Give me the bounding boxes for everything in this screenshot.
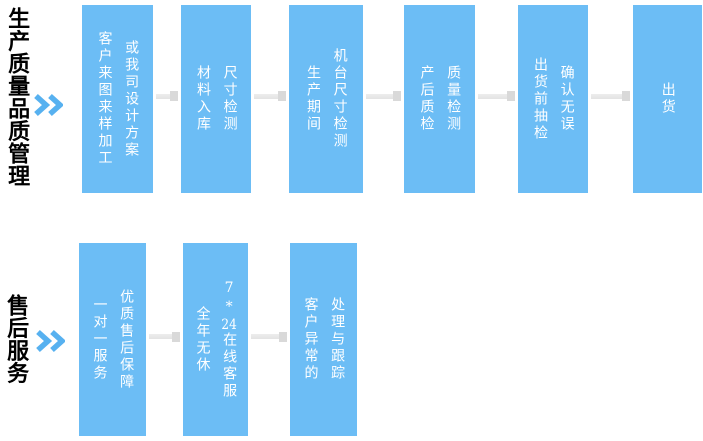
flow-step-text-line: 或我司设计方案 — [123, 39, 140, 159]
flow-step-text-segment: * — [221, 298, 238, 318]
flow-step-box: 出货前抽检确认无误 — [518, 5, 588, 193]
flow-step-box: 生产期间机台尺寸检测 — [289, 5, 363, 193]
arrow-head — [393, 91, 401, 101]
arrow-bar — [149, 334, 172, 339]
flow-step-box: 产后质检质量检测 — [404, 5, 475, 193]
arrow-head — [279, 331, 287, 342]
flow-step-text: 客户异常的处理与跟踪 — [297, 243, 350, 436]
arrow-connector-icon — [156, 90, 178, 102]
flow-step-text: 生产期间机台尺寸检测 — [299, 5, 352, 193]
flow-step-text-line: 产后质检 — [418, 65, 435, 133]
arrow-connector-icon — [478, 90, 515, 102]
flow-step-text-line: 客户异常的 — [302, 297, 319, 382]
flow-step-text-line: 出货前抽检 — [532, 56, 548, 142]
flow-step-box: 一对一服务优质售后保障 — [79, 243, 146, 436]
flow-step-text-line: 优质售后保障 — [118, 288, 135, 391]
flow-step-text-line: 生产期间 — [305, 65, 321, 133]
flow-step-text-line: 机台尺寸检测 — [331, 48, 348, 150]
arrow-connector-icon — [149, 331, 180, 343]
flow-step-box: 客户来图来样加工或我司设计方案 — [82, 5, 153, 193]
row-title-production-quality: 生产质量品质管理 — [4, 7, 31, 187]
arrow-head — [278, 91, 286, 101]
arrow-connector-icon — [254, 90, 286, 102]
arrow-bar — [251, 334, 279, 339]
flow-step-text-line: 7*24在线客服 — [216, 243, 243, 436]
flow-step-text-segment: 7 — [221, 279, 238, 299]
flow-step-box: 材料入库尺寸检测 — [181, 5, 251, 193]
row-title-after-sales: 售后服务 — [3, 294, 30, 384]
flow-step-text-line: 一对一服务 — [91, 297, 108, 382]
flow-step-text-line: 确认无误 — [558, 65, 575, 133]
arrow-bar — [478, 93, 507, 99]
flow-step-text: 出货 — [654, 5, 681, 193]
arrow-bar — [366, 93, 393, 99]
flow-step-text-line: 材料入库 — [195, 65, 211, 133]
double-chevron-icon — [34, 93, 63, 117]
arrow-bar — [591, 93, 622, 99]
flow-step-text: 出货前抽检确认无误 — [526, 5, 579, 193]
arrow-connector-icon — [591, 90, 630, 102]
flow-step-text-segment: 在线客服 — [221, 331, 238, 400]
flow-step-box: 全年无休 7*24在线客服 — [183, 243, 248, 436]
flow-step-text-line: 尺寸检测 — [221, 65, 238, 133]
arrow-bar — [254, 93, 278, 99]
flow-step-text: 全年无休 7*24在线客服 — [189, 243, 242, 436]
arrow-connector-icon — [366, 90, 401, 102]
flow-step-text-line: 客户来图来样加工 — [96, 31, 113, 167]
flow-step-box: 出货 — [633, 5, 702, 193]
arrow-head — [172, 331, 180, 342]
flow-step-text: 产后质检质量检测 — [413, 5, 466, 193]
arrow-connector-icon — [251, 331, 287, 343]
flow-step-text-line: 处理与跟踪 — [329, 297, 346, 382]
arrow-head — [507, 91, 515, 101]
arrow-head — [622, 91, 630, 101]
flow-step-box: 客户异常的处理与跟踪 — [290, 243, 357, 436]
flow-step-text-segment: 24 — [221, 317, 237, 332]
flow-step-text-line: 质量检测 — [445, 65, 462, 133]
flow-step-text-line: 全年无休 — [194, 305, 211, 374]
flow-step-text: 客户来图来样加工或我司设计方案 — [91, 5, 144, 193]
double-chevron-icon — [36, 329, 65, 353]
arrow-bar — [156, 93, 170, 99]
flow-step-text-line: 出货 — [659, 82, 676, 116]
flow-step-text: 材料入库尺寸检测 — [189, 5, 242, 193]
arrow-head — [170, 91, 178, 101]
flow-step-text: 一对一服务优质售后保障 — [86, 243, 139, 436]
